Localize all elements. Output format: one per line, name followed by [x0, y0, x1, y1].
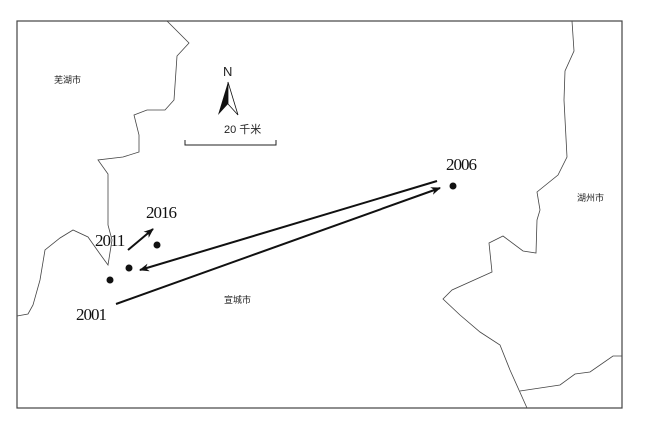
map-frame [16, 20, 623, 409]
boundary-west-upper [16, 20, 190, 317]
year-label-2011: 2011 [95, 231, 125, 250]
year-label-2006: 2006 [446, 155, 477, 174]
point-2011 [125, 264, 133, 272]
arrow-2011-to-2016 [127, 228, 154, 251]
year-label-2016: 2016 [146, 203, 177, 222]
scale-label: 20 千米 [224, 123, 261, 136]
point-2016 [153, 241, 161, 249]
boundary-east [442, 20, 575, 409]
city-label-wuhu: 芜湖市 [54, 74, 81, 86]
year-label-2001: 2001 [76, 305, 107, 324]
point-2001 [106, 276, 114, 284]
north-arrow-icon: N [218, 64, 239, 116]
scale-bar: 20 千米 [184, 123, 277, 146]
city-label-huzhou: 湖州市 [577, 192, 604, 204]
boundary-southeast [519, 355, 622, 392]
north-label: N [223, 64, 232, 79]
arrow-2001-to-2006 [115, 187, 441, 305]
point-2006 [449, 182, 457, 190]
city-label-xuancheng: 宣城市 [224, 294, 251, 306]
arrow-2006-to-2011 [139, 180, 438, 272]
